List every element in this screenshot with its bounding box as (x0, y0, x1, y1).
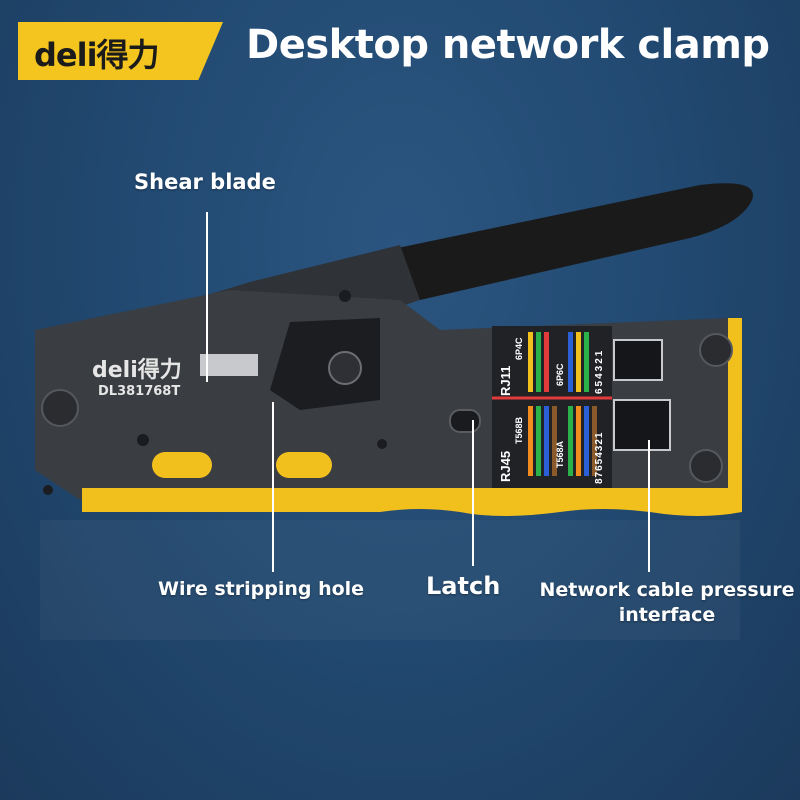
t568a-text: T568A (555, 440, 565, 468)
latch-knob (449, 409, 481, 433)
wire-colour-bars-bottom (528, 406, 597, 476)
network-cable-interface-label: Network cable pressure interface (539, 579, 795, 626)
rj11-port (613, 339, 663, 381)
screw-right-top (699, 333, 733, 367)
t568b-text: T568B (514, 416, 524, 444)
tool-model-number: DL381768T (98, 384, 181, 399)
wire-stripping-hole-label: Wire stripping hole (158, 578, 365, 600)
interface-leader (648, 440, 650, 572)
rj11-6p6c-text: 6P6C (555, 363, 565, 386)
rivet-lower (377, 439, 387, 449)
handle-grip (388, 183, 753, 300)
brand-logo-badge: deli得力 (18, 22, 223, 80)
slot-left (152, 452, 212, 478)
screw-left (41, 389, 79, 427)
shear-blade-shape (200, 354, 258, 376)
shear-blade-label: Shear blade (134, 170, 276, 194)
rj11-pins-text: 654321 (594, 348, 605, 394)
slot-right (276, 452, 332, 478)
rj11-label: RJ11 (498, 365, 513, 396)
tool-reflection (40, 520, 740, 640)
latch-label: Latch (426, 572, 501, 600)
rj11-6p4c-text: 6P4C (514, 337, 524, 360)
rj45-port (613, 399, 671, 451)
yellow-side (728, 318, 742, 508)
shear-blade-leader (206, 212, 208, 382)
stripping-jaw (270, 318, 380, 410)
tool-brand-mark: deli得力 (92, 358, 182, 383)
yellow-strip (82, 488, 742, 516)
rivet-bottom-left (43, 485, 53, 495)
stripping-hole (328, 351, 362, 385)
brand-logo-text: deli得力 (34, 36, 160, 74)
stripping-hole-leader (272, 402, 274, 572)
rivet-middle (137, 434, 149, 446)
latch-leader (472, 420, 474, 566)
wire-colour-bars-top (528, 332, 589, 392)
headline: Desktop network clamp (246, 22, 770, 68)
screw-right-bottom (689, 449, 723, 483)
rj45-label: RJ45 (498, 450, 513, 482)
rj45-pins-text: 87654321 (594, 431, 605, 485)
rivet-top (339, 290, 351, 302)
